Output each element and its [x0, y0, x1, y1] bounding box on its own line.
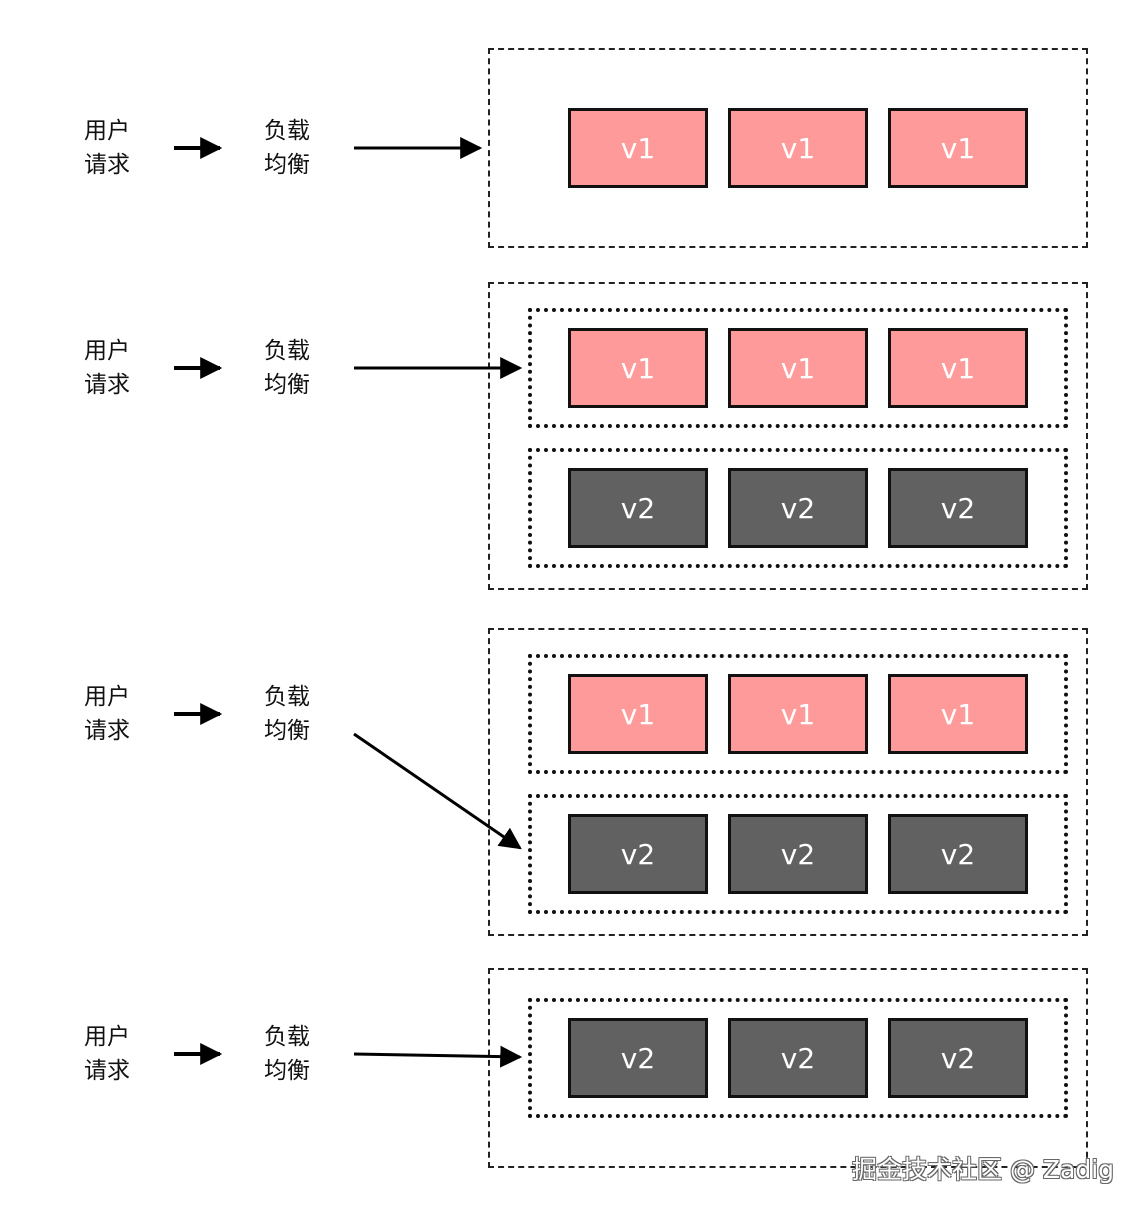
service-v2-box: v2 — [728, 814, 868, 894]
user-request-label: 用户请求 — [84, 338, 130, 398]
service-v1-box: v1 — [568, 108, 708, 188]
v1-service-group — [528, 654, 1068, 774]
service-v1-box: v1 — [888, 328, 1028, 408]
service-v1-box: v1 — [888, 108, 1028, 188]
v2-service-group — [528, 794, 1068, 914]
v2-service-group — [528, 448, 1068, 568]
user-request-label: 用户请求 — [84, 1024, 130, 1084]
service-v2-box: v2 — [728, 1018, 868, 1098]
load-balancer-label: 负载均衡 — [264, 338, 310, 398]
service-v1-box: v1 — [728, 328, 868, 408]
load-balancer-label: 负载均衡 — [264, 684, 310, 744]
service-v1-box: v1 — [728, 108, 868, 188]
service-v2-box: v2 — [568, 1018, 708, 1098]
load-balancer-label: 负载均衡 — [264, 1024, 310, 1084]
service-v2-box: v2 — [888, 1018, 1028, 1098]
service-v2-box: v2 — [568, 814, 708, 894]
service-v1-box: v1 — [568, 328, 708, 408]
cluster-frame — [488, 968, 1088, 1168]
load-balancer-label: 负载均衡 — [264, 118, 310, 178]
cluster-frame — [488, 282, 1088, 590]
service-v1-box: v1 — [728, 674, 868, 754]
service-v1-box: v1 — [888, 674, 1028, 754]
user-request-label: 用户请求 — [84, 118, 130, 178]
watermark: 掘金技术社区 @ Zadig — [852, 1155, 1115, 1184]
v1-service-group — [528, 308, 1068, 428]
service-v2-box: v2 — [888, 814, 1028, 894]
service-v1-box: v1 — [568, 674, 708, 754]
service-v2-box: v2 — [888, 468, 1028, 548]
service-v2-box: v2 — [728, 468, 868, 548]
arrow-lb-to-v2-group — [353, 1045, 523, 1068]
v2-service-group — [528, 998, 1068, 1118]
cluster-frame — [488, 48, 1088, 248]
cluster-frame — [488, 628, 1088, 936]
user-request-label: 用户请求 — [84, 684, 130, 744]
service-v2-box: v2 — [568, 468, 708, 548]
arrow-lb-to-v2-group — [353, 732, 522, 850]
